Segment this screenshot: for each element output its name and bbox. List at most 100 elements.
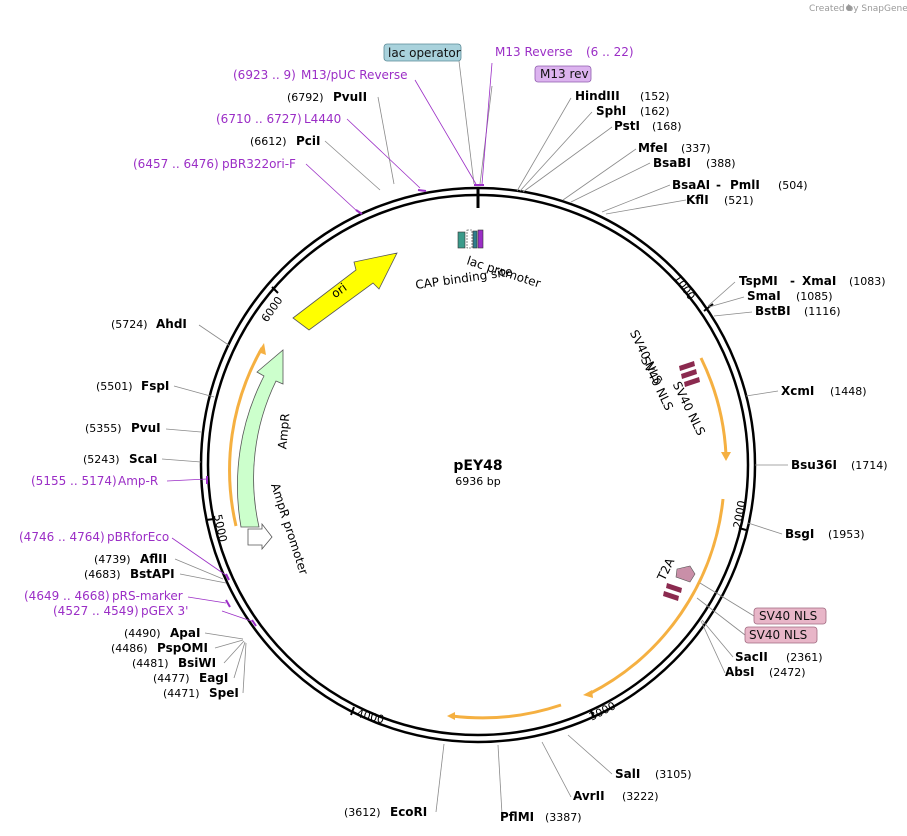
sv40-nls-feature-5[interactable] bbox=[663, 591, 679, 601]
tick-label-4000: 4000 bbox=[355, 707, 385, 726]
site-name-eagi[interactable]: EagI bbox=[199, 671, 228, 685]
site-name-xcmi[interactable]: XcmI bbox=[781, 384, 814, 398]
plasmid-size: 6936 bp bbox=[455, 475, 500, 488]
site-pos-avrii: (3222) bbox=[622, 790, 659, 803]
site-pos-bsabi: (388) bbox=[706, 157, 736, 170]
lac-operator-feature[interactable] bbox=[472, 230, 478, 249]
primer-pos-l4440: (6710 .. 6727) bbox=[216, 112, 302, 126]
primer-marks bbox=[206, 184, 484, 627]
m13-rev-box[interactable] bbox=[534, 65, 592, 83]
site-pos-xcmi: (1448) bbox=[830, 385, 867, 398]
site-name-pspomi[interactable]: PspOMI bbox=[157, 641, 208, 655]
tick-label-2000: 2000 bbox=[731, 499, 749, 529]
tick-label-3000: 3000 bbox=[587, 699, 618, 723]
site-pos-bsaai-pmli: (504) bbox=[778, 179, 808, 192]
primer-name-m13-reverse[interactable]: M13 Reverse bbox=[495, 45, 573, 59]
site-name-sacii[interactable]: SacII bbox=[735, 650, 768, 664]
site-name-psti[interactable]: PstI bbox=[614, 119, 640, 133]
tick-mark-1000 bbox=[703, 303, 714, 312]
sv40-nls-feature-2[interactable] bbox=[681, 369, 697, 379]
site-name-pvuii[interactable]: PvuII bbox=[333, 90, 367, 104]
primer-pos-pgex-3: (4527 .. 4549) bbox=[53, 604, 139, 618]
site-pos-ecori: (3612) bbox=[344, 806, 381, 819]
site-pos-ahdi: (5724) bbox=[111, 318, 148, 331]
site-name-pflmi[interactable]: PflMI bbox=[500, 810, 534, 824]
site-name-bsu36i[interactable]: Bsu36I bbox=[791, 458, 837, 472]
site-name-bsiwi[interactable]: BsiWI bbox=[178, 656, 216, 670]
sv40-nls-feature-4[interactable] bbox=[666, 583, 682, 593]
lac-operator-box[interactable] bbox=[383, 43, 462, 62]
primer-pos-m13-puc-reverse: (6923 .. 9) bbox=[233, 68, 296, 82]
primer-name-prs-marker[interactable]: pRS-marker bbox=[112, 589, 183, 603]
primer-name-amp-r[interactable]: Amp-R bbox=[118, 474, 158, 488]
tick-label-1000: 1000 bbox=[671, 272, 698, 302]
site-name-pvui[interactable]: PvuI bbox=[131, 421, 161, 435]
sv40-nls-box-2-label: SV40 NLS bbox=[749, 628, 807, 642]
site-name-bsabi[interactable]: BsaBI bbox=[653, 156, 691, 170]
primer-mark-pgex bbox=[251, 619, 257, 627]
site-name-mfei[interactable]: MfeI bbox=[638, 141, 668, 155]
site-name-tspmi[interactable]: TspMI bbox=[739, 274, 778, 288]
site-name-pcii[interactable]: PciI bbox=[296, 134, 321, 148]
sv40-nls-box-1[interactable] bbox=[753, 607, 827, 625]
site-name-scai[interactable]: ScaI bbox=[129, 452, 157, 466]
sv40-nls-feature-1[interactable] bbox=[679, 361, 695, 371]
site-name-bsaai[interactable]: BsaAI bbox=[672, 178, 710, 192]
t2a-feature[interactable] bbox=[675, 565, 696, 583]
primer-pos-amp-r: (5155 .. 5174) bbox=[31, 474, 117, 488]
m13-rev-feature[interactable] bbox=[477, 229, 484, 249]
site-pos-apai: (4490) bbox=[124, 627, 161, 640]
site-name-ecori[interactable]: EcoRI bbox=[390, 805, 427, 819]
primer-name-pbrforeco[interactable]: pBRforEco bbox=[107, 530, 169, 544]
primer-name-l4440[interactable]: L4440 bbox=[304, 112, 341, 126]
site-name-ahdi[interactable]: AhdI bbox=[156, 317, 187, 331]
tick-mark-6000 bbox=[271, 286, 279, 294]
site-pos-eagi: (4477) bbox=[153, 672, 190, 685]
site-name-bsgi[interactable]: BsgI bbox=[785, 527, 814, 541]
ampr-promoter-feature[interactable] bbox=[247, 522, 273, 551]
site-pos-sacii: (2361) bbox=[786, 651, 823, 664]
site-name-xmai[interactable]: XmaI bbox=[802, 274, 836, 288]
primer-pos-pbr322ori-f: (6457 .. 6476) bbox=[133, 157, 219, 171]
primer-name-pbr322ori-f[interactable]: pBR322ori-F bbox=[222, 157, 296, 171]
orf-arc-nls[interactable] bbox=[699, 357, 728, 456]
lac-promoter-feature[interactable] bbox=[466, 229, 473, 249]
primer-mark-pbrforeco bbox=[225, 573, 230, 581]
sv40-nls-feature-3[interactable] bbox=[684, 377, 700, 387]
site-pos-pvuii: (6792) bbox=[287, 91, 324, 104]
site-name-aflii[interactable]: AflII bbox=[140, 552, 167, 566]
tick-mark-2000 bbox=[738, 527, 747, 531]
site-pos-fspi: (5501) bbox=[96, 380, 133, 393]
site-name-bstbi[interactable]: BstBI bbox=[755, 304, 791, 318]
orf-arc-left[interactable] bbox=[228, 347, 264, 527]
ampr-feature[interactable] bbox=[237, 349, 284, 528]
primer-name-m13-puc-reverse[interactable]: M13/pUC Reverse bbox=[301, 68, 408, 82]
primer-name-pgex-3[interactable]: pGEX 3' bbox=[141, 604, 188, 618]
orf-arc-main[interactable] bbox=[588, 498, 725, 696]
site-name-spei[interactable]: SpeI bbox=[209, 686, 239, 700]
site-pos-bstbi: (1116) bbox=[804, 305, 841, 318]
site-name-kfli[interactable]: KflI bbox=[686, 193, 709, 207]
primer-labels: M13 Reverse (6 .. 22) (6923 .. 9) M13/pU… bbox=[19, 45, 634, 618]
site-pos-pvui: (5355) bbox=[85, 422, 122, 435]
cap-binding-site-feature[interactable] bbox=[457, 231, 466, 249]
site-name-avrii[interactable]: AvrII bbox=[573, 789, 605, 803]
site-name-fspi[interactable]: FspI bbox=[141, 379, 169, 393]
orf-arc-bottom[interactable] bbox=[451, 703, 562, 720]
site-name-smai[interactable]: SmaI bbox=[747, 289, 781, 303]
site-name-pmli[interactable]: PmlI bbox=[730, 178, 760, 192]
tick-mark-3000 bbox=[590, 710, 595, 719]
site-name-hindiii[interactable]: HindIII bbox=[575, 89, 620, 103]
boxed-labels: lac operator M13 rev SV40 NLS SV40 NLS bbox=[383, 43, 827, 644]
orf-arc-bottom-head bbox=[447, 712, 455, 720]
site-name-sali[interactable]: SalI bbox=[615, 767, 640, 781]
site-pos-sali: (3105) bbox=[655, 768, 692, 781]
primer-mark-prs bbox=[225, 599, 231, 608]
ori-feature[interactable] bbox=[292, 252, 398, 331]
sv40-nls-box-2[interactable] bbox=[744, 626, 818, 644]
site-name-sphi[interactable]: SphI bbox=[596, 104, 626, 118]
site-name-apai[interactable]: ApaI bbox=[170, 626, 200, 640]
site-name-absi[interactable]: AbsI bbox=[725, 665, 754, 679]
site-pos-bstapi: (4683) bbox=[84, 568, 121, 581]
site-name-bstapi[interactable]: BstAPI bbox=[130, 567, 175, 581]
